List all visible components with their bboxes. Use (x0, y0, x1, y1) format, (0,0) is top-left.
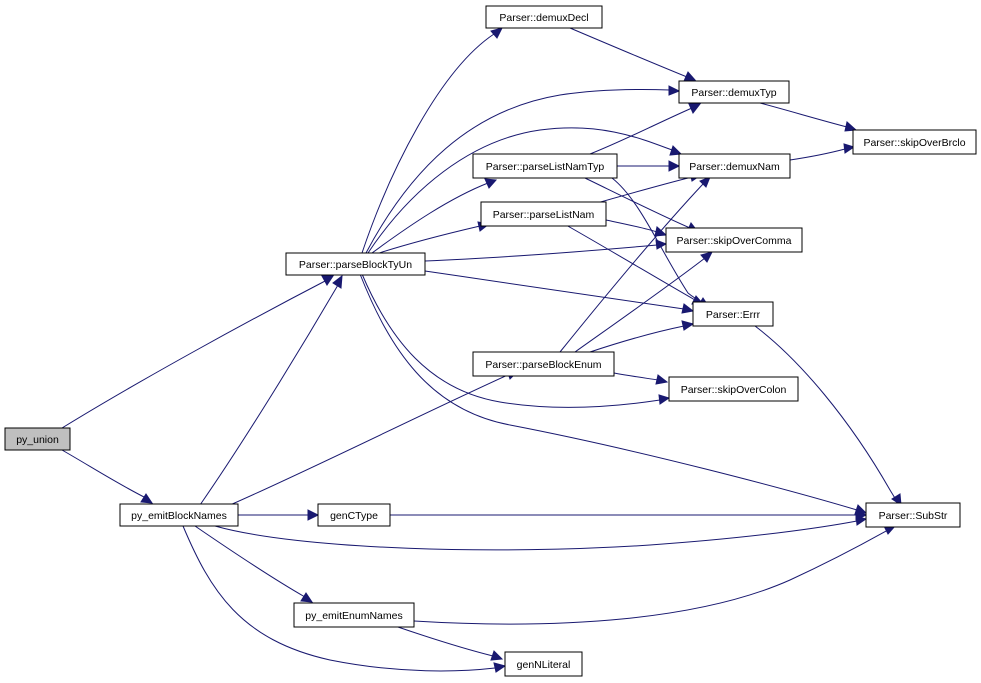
arrowhead-py_emitBlockNames-genCType (307, 509, 320, 521)
node-demuxTyp[interactable]: Parser::demuxTyp (678, 80, 790, 104)
arrowhead-parseBlockEnum-demuxNam (699, 176, 711, 188)
edge-py_union-py_emitBlockNames (61, 449, 147, 499)
node-label: Parser::Errr (706, 309, 761, 321)
edge-parseBlockTyUn-demuxNam (367, 127, 673, 254)
node-label: py_emitBlockNames (131, 510, 227, 522)
edge-parseListNamTyp-skipOverComma (584, 177, 691, 229)
arrowhead-py_emitBlockNames-py_emitEnumNames (300, 592, 313, 603)
node-parseBlockEnum[interactable]: Parser::parseBlockEnum (472, 351, 615, 377)
node-label: Parser::parseListNam (493, 209, 595, 221)
arrowhead-py_emitBlockNames-parseBlockTyUn (332, 274, 343, 289)
arrowhead-parseBlockTyUn-demuxNam (669, 145, 683, 156)
node-parseBlockTyUn[interactable]: Parser::parseBlockTyUn (285, 252, 426, 276)
edge-parseBlockTyUn-demuxTyp (365, 89, 671, 254)
arrowhead-py_emitBlockNames-genNLiteral (493, 662, 507, 673)
node-label: genCType (330, 510, 378, 522)
edge-py_emitBlockNames-SubStr (214, 520, 858, 551)
arrowhead-parseListNamTyp-demuxTyp (688, 103, 702, 114)
node-label: Parser::skipOverColon (681, 384, 787, 396)
node-py_emitEnumNames[interactable]: py_emitEnumNames (293, 602, 415, 628)
edge-parseBlockEnum-skipOverColon (613, 372, 659, 381)
node-label: Parser::demuxTyp (691, 87, 776, 99)
node-demuxNam[interactable]: Parser::demuxNam (678, 153, 791, 179)
nodes: py_union py_emitBlockNames Parser::parse… (4, 5, 977, 677)
edge-py_emitEnumNames-SubStr (413, 529, 889, 625)
arrowhead-parseBlockEnum-skipOverComma (700, 251, 713, 263)
node-skipOverBrclo[interactable]: Parser::skipOverBrclo (852, 129, 977, 155)
arrowhead-parseBlockEnum-Errr (681, 320, 695, 331)
arrowhead-Errr-SubStr (891, 493, 902, 506)
edge-py_union-parseBlockTyUn (61, 279, 328, 429)
edge-parseBlockTyUn-parseListNamTyp (371, 182, 489, 254)
node-label: py_union (16, 434, 59, 446)
edge-parseListNam-demuxNam (589, 176, 693, 206)
arrowhead-py_union-py_emitBlockNames (140, 493, 153, 504)
node-SubStr[interactable]: Parser::SubStr (865, 502, 961, 528)
node-Errr[interactable]: Parser::Errr (692, 301, 774, 327)
edge-Errr-SubStr (754, 325, 898, 503)
edge-py_emitBlockNames-genNLiteral (182, 525, 496, 672)
arrowhead-parseBlockTyUn-demuxTyp (668, 85, 681, 96)
node-label: Parser::demuxDecl (499, 12, 588, 24)
edge-parseBlockEnum-Errr (589, 325, 685, 353)
edge-py_emitBlockNames-py_emitEnumNames (194, 525, 306, 598)
arrowhead-parseBlockTyUn-skipOverColon (658, 394, 671, 405)
node-label: Parser::demuxNam (689, 161, 780, 173)
arrowhead-demuxTyp-skipOverBrclo (844, 121, 858, 132)
edge-parseBlockEnum-skipOverComma (574, 257, 706, 353)
node-parseListNam[interactable]: Parser::parseListNam (480, 201, 607, 227)
node-label: Parser::parseListNamTyp (486, 161, 605, 173)
edge-py_emitBlockNames-parseBlockTyUn (199, 284, 339, 506)
arrowhead-py_emitEnumNames-genNLiteral (490, 650, 504, 661)
arrowhead-parseBlockTyUn-Errr (681, 303, 695, 314)
edge-parseListNam-Errr (565, 224, 696, 301)
node-label: genNLiteral (517, 659, 571, 671)
arrowhead-parseListNamTyp-demuxNam (668, 160, 681, 172)
node-label: Parser::parseBlockTyUn (299, 259, 412, 271)
arrowhead-py_union-parseBlockTyUn (321, 275, 334, 286)
edge-parseBlockEnum-demuxNam (559, 183, 704, 353)
node-label: py_emitEnumNames (305, 610, 402, 622)
node-demuxDecl[interactable]: Parser::demuxDecl (485, 5, 603, 29)
node-label: Parser::skipOverBrclo (863, 137, 965, 149)
node-parseListNamTyp[interactable]: Parser::parseListNamTyp (472, 153, 618, 179)
node-genNLiteral[interactable]: genNLiteral (504, 651, 583, 677)
edge-parseBlockTyUn-Errr (424, 270, 685, 310)
node-genCType[interactable]: genCType (317, 503, 391, 527)
edge-demuxTyp-skipOverBrclo (759, 102, 848, 128)
node-skipOverColon[interactable]: Parser::skipOverColon (668, 376, 799, 402)
arrowhead-genCType-SubStr (855, 509, 868, 521)
arrowhead-demuxNam-skipOverBrclo (843, 143, 856, 154)
edge-demuxDecl-demuxTyp (569, 27, 688, 78)
edge-parseBlockTyUn-parseListNam (375, 225, 481, 255)
edge-py_emitBlockNames-parseBlockEnum (229, 373, 511, 506)
edge-py_emitEnumNames-genNLiteral (394, 625, 494, 657)
edge-parseListNam-skipOverComma (605, 219, 658, 233)
arrowhead-demuxDecl-demuxTyp (683, 71, 697, 82)
node-py_emitBlockNames[interactable]: py_emitBlockNames (119, 503, 239, 527)
node-label: Parser::SubStr (879, 510, 948, 522)
edge-parseListNamTyp-demuxTyp (589, 107, 693, 155)
edge-parseBlockTyUn-skipOverColon (361, 273, 661, 408)
edge-parseBlockTyUn-SubStr (359, 273, 858, 511)
node-py_union[interactable]: py_union (4, 427, 71, 451)
edge-parseBlockTyUn-skipOverComma (424, 244, 658, 262)
edge-demuxNam-skipOverBrclo (789, 148, 846, 161)
edges (61, 27, 902, 673)
arrowhead-parseBlockEnum-skipOverColon (655, 374, 669, 385)
node-label: Parser::parseBlockEnum (485, 359, 601, 371)
node-label: Parser::skipOverComma (677, 235, 792, 247)
edge-parseBlockTyUn-demuxDecl (361, 33, 495, 254)
node-skipOverComma[interactable]: Parser::skipOverComma (665, 227, 803, 253)
arrowhead-parseBlockTyUn-parseListNamTyp (484, 178, 498, 189)
arrowhead-parseBlockTyUn-demuxDecl (490, 27, 503, 39)
